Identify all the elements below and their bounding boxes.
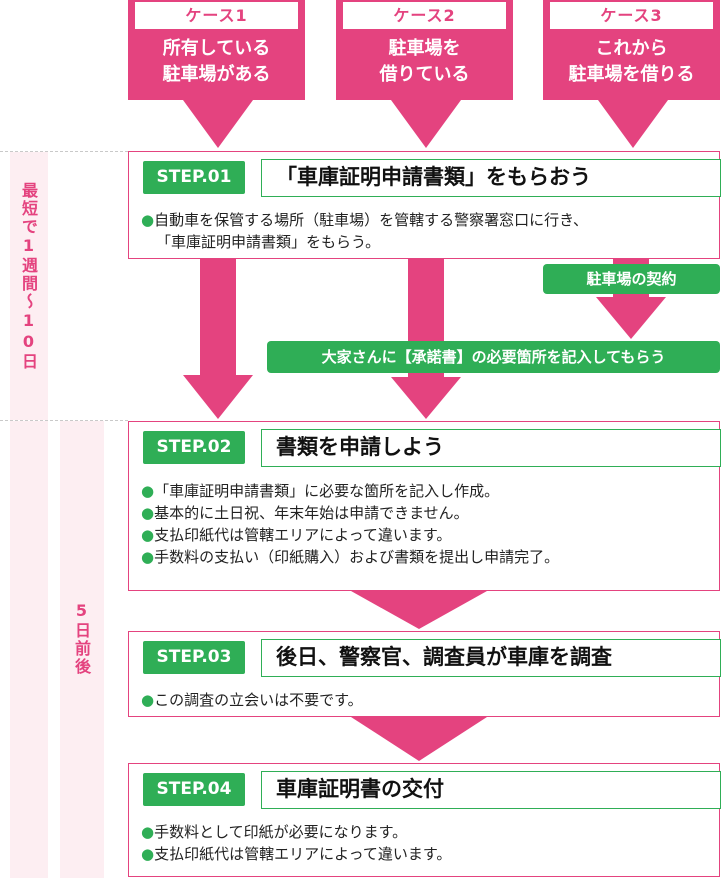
bullet-icon: ● — [141, 504, 155, 522]
case-2-tag: ケース2 — [343, 2, 506, 29]
case-1-description: 所有している 駐車場がある — [128, 36, 305, 88]
case-3-down-arrow-icon — [598, 100, 668, 148]
case-3-description: これから 駐車場を借りる — [543, 36, 720, 88]
step-02-text-1: 「車庫証明申請書類」に必要な箇所を記入し作成。 — [154, 482, 500, 500]
step-02-text-4: 手数料の支払い（印紙購入）および書類を提出し申請完了。 — [154, 548, 560, 566]
case-3-line1: これから — [595, 38, 668, 59]
list-item: ●基本的に土日祝、年末年始は申請できません。 — [141, 502, 559, 524]
step-01-badge: STEP.01 — [143, 161, 245, 194]
step-02-badge: STEP.02 — [143, 431, 245, 464]
step-01-title: 「車庫証明申請書類」をもらおう — [261, 159, 721, 197]
period-1-label: 最短で1週間〜10日 — [19, 182, 38, 371]
step-02-text-2: 基本的に土日祝、年末年始は申請できません。 — [154, 504, 469, 522]
step-02-box: STEP.02 書類を申請しよう ●「車庫証明申請書類」に必要な箇所を記入し作成… — [128, 421, 721, 591]
step-03-body: ●この調査の立会いは不要です。 — [141, 689, 363, 711]
step-01-box: STEP.01 「車庫証明申請書類」をもらおう ●自動車を保管する場所（駐車場）… — [128, 151, 721, 259]
list-item: ●この調査の立会いは不要です。 — [141, 689, 363, 711]
divider-middle — [0, 420, 128, 421]
step-02-title: 書類を申請しよう — [261, 429, 721, 467]
bullet-icon: ● — [141, 548, 155, 566]
case-1-line1: 所有している — [162, 38, 271, 59]
case-2-description: 駐車場を 借りている — [336, 36, 513, 88]
step-03-box: STEP.03 後日、警察官、調査員が車庫を調査 ●この調査の立会いは不要です。 — [128, 631, 721, 717]
arrow-step-03-to-04-icon — [351, 717, 487, 761]
case-1-header: ケース1 所有している 駐車場がある — [128, 0, 305, 100]
flow-arrow-case-2-icon — [391, 259, 461, 419]
step-03-badge: STEP.03 — [143, 641, 245, 674]
step-04-body: ●手数料として印紙が必要になります。 ●支払印紙代は管轄エリアによって違います。 — [141, 821, 451, 865]
case-2-down-arrow-icon — [391, 100, 461, 148]
divider-top — [0, 151, 128, 152]
case-3-tag: ケース3 — [550, 2, 713, 29]
landlord-consent-label: 大家さんに【承諾書】の必要箇所を記入してもらう — [267, 341, 720, 373]
step-04-box: STEP.04 車庫証明書の交付 ●手数料として印紙が必要になります。 ●支払印… — [128, 763, 721, 877]
case-3-header: ケース3 これから 駐車場を借りる — [543, 0, 720, 100]
period-panel-2: 5日前後 — [60, 421, 104, 878]
bullet-icon: ● — [141, 526, 155, 544]
bullet-icon: ● — [141, 691, 155, 709]
period-panel-left-2 — [10, 421, 48, 878]
case-2-header: ケース2 駐車場を 借りている — [336, 0, 513, 100]
step-04-text-1: 手数料として印紙が必要になります。 — [154, 823, 408, 841]
step-02-text-3: 支払印紙代は管轄エリアによって違います。 — [154, 526, 452, 544]
case-3-line2: 駐車場を借りる — [568, 64, 695, 85]
step-02-body: ●「車庫証明申請書類」に必要な箇所を記入し作成。 ●基本的に土日祝、年末年始は申… — [141, 480, 559, 568]
case-2-line1: 駐車場を — [388, 38, 461, 59]
list-item: ●手数料の支払い（印紙購入）および書類を提出し申請完了。 — [141, 546, 559, 568]
case-1-tag: ケース1 — [135, 2, 298, 29]
list-item: 「車庫証明申請書類」をもらう。 — [141, 231, 588, 253]
bullet-icon: ● — [141, 211, 155, 229]
list-item: ●支払印紙代は管轄エリアによって違います。 — [141, 524, 559, 546]
case-1-down-arrow-icon — [183, 100, 253, 148]
step-01-text-2: 「車庫証明申請書類」をもらう。 — [156, 233, 381, 251]
case-1-line2: 駐車場がある — [162, 64, 271, 85]
case-2-line2: 借りている — [379, 64, 470, 85]
bullet-icon: ● — [141, 482, 155, 500]
step-01-text-1: 自動車を保管する場所（駐車場）を管轄する警察署窓口に行き、 — [154, 211, 589, 229]
list-item: ●自動車を保管する場所（駐車場）を管轄する警察署窓口に行き、 — [141, 209, 588, 231]
period-panel-1: 最短で1週間〜10日 — [10, 152, 48, 420]
arrow-step-02-to-03-icon — [351, 591, 487, 629]
step-04-title: 車庫証明書の交付 — [261, 771, 721, 809]
flow-arrow-case-1-icon — [183, 259, 253, 419]
step-01-body: ●自動車を保管する場所（駐車場）を管轄する警察署窓口に行き、 「車庫証明申請書類… — [141, 209, 588, 253]
list-item: ●支払印紙代は管轄エリアによって違います。 — [141, 843, 451, 865]
parking-contract-label: 駐車場の契約 — [543, 264, 720, 294]
period-2-label: 5日前後 — [72, 601, 91, 676]
list-item: ●手数料として印紙が必要になります。 — [141, 821, 451, 843]
step-04-badge: STEP.04 — [143, 773, 245, 806]
list-item: ●「車庫証明申請書類」に必要な箇所を記入し作成。 — [141, 480, 559, 502]
bullet-icon: ● — [141, 845, 155, 863]
step-03-text-1: この調査の立会いは不要です。 — [154, 691, 363, 709]
step-03-title: 後日、警察官、調査員が車庫を調査 — [261, 639, 721, 677]
step-04-text-2: 支払印紙代は管轄エリアによって違います。 — [154, 845, 452, 863]
bullet-icon: ● — [141, 823, 155, 841]
